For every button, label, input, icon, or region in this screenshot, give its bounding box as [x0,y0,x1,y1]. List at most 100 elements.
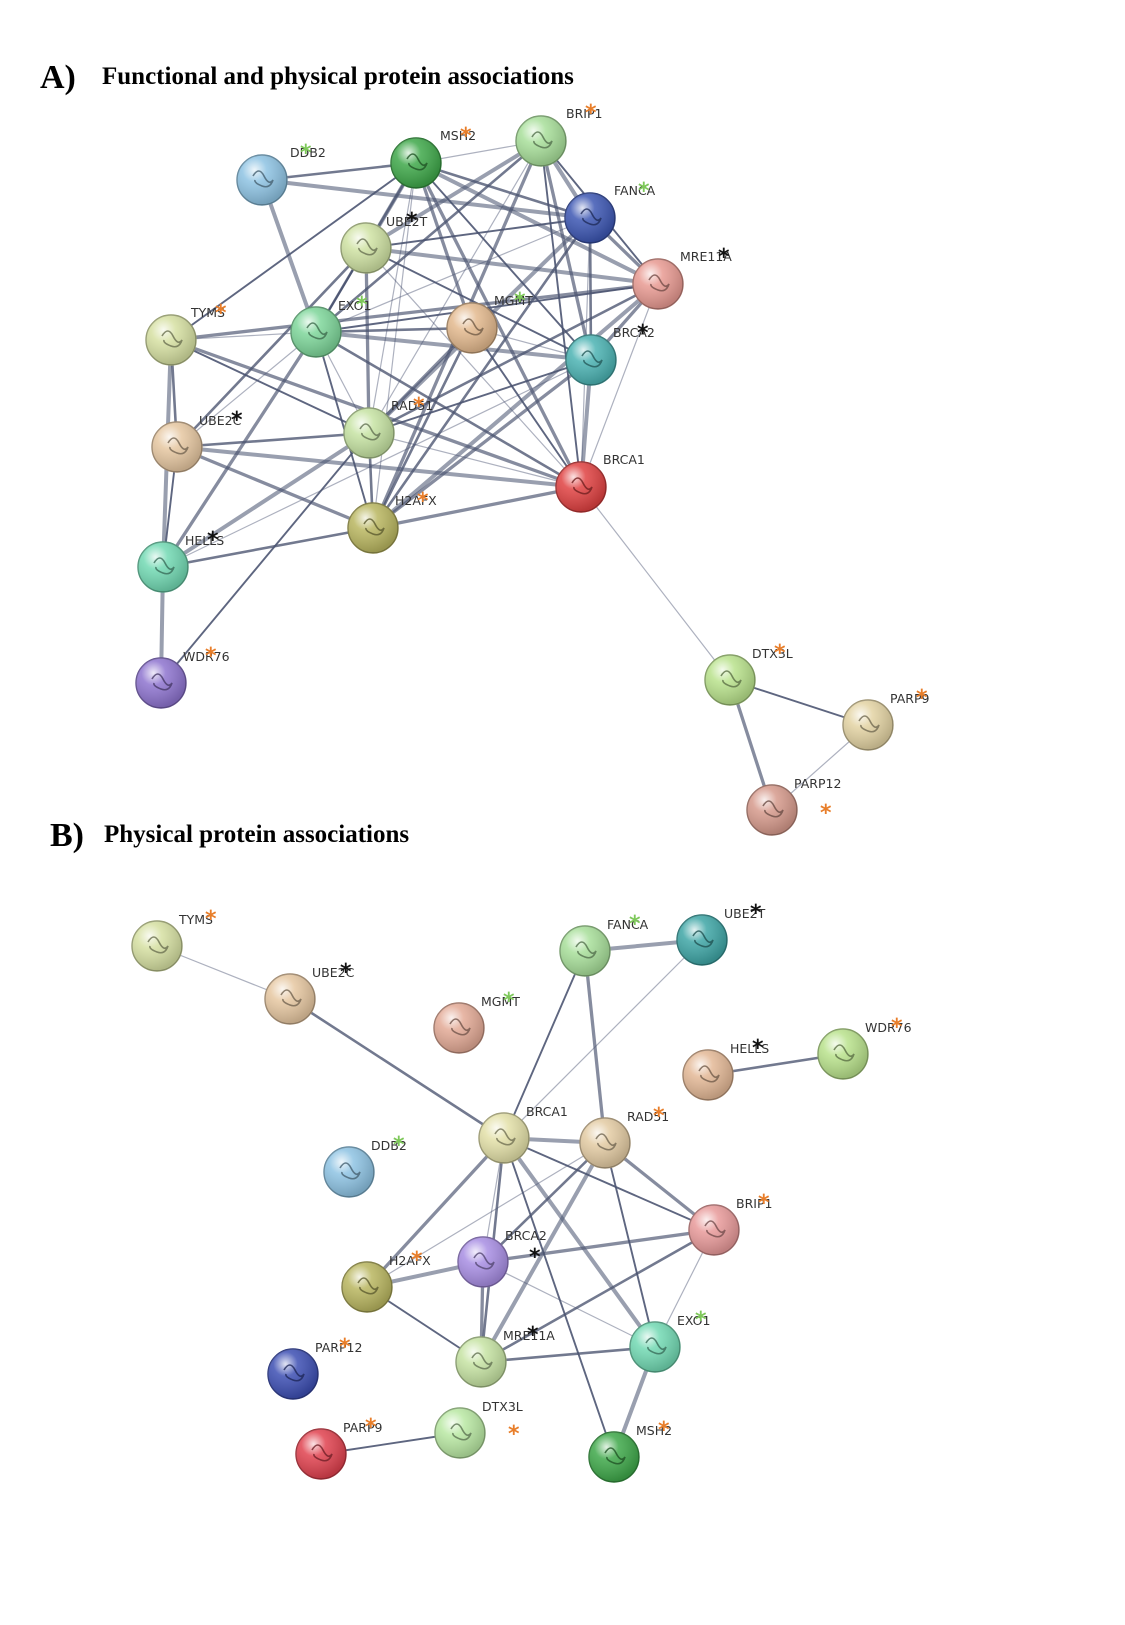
asterisk-marker-icon: * [205,644,217,669]
node-h2afx[interactable]: H2AFX* [347,489,437,554]
node-shine [580,1118,630,1168]
node-dtx3l[interactable]: DTX3L* [704,641,793,706]
node-ube2c[interactable]: UBE2C* [151,408,243,473]
asterisk-marker-icon: * [460,124,472,149]
edge-brca2-hells [162,359,592,568]
node-ddb2[interactable]: DDB2* [323,1133,407,1198]
edge-msh2-mgmt [414,161,474,330]
protein-structure-icon [531,131,553,149]
panel-a-letter: A) [40,59,76,96]
node-brip1[interactable]: BRIP1* [515,101,602,167]
protein-structure-icon [357,1277,379,1295]
asterisk-marker-icon: * [300,141,312,166]
asterisk-marker-icon: * [637,321,649,346]
asterisk-marker-icon: * [215,301,227,326]
protein-structure-icon [645,1337,667,1355]
node-mgmt[interactable]: MGMT* [433,989,520,1054]
node-brca1[interactable]: BRCA1 [555,452,645,513]
panel-b-edges [156,938,845,1459]
node-ddb2[interactable]: DDB2* [236,141,326,206]
node-label: TYMS [190,305,225,320]
edge-ube2c-brca1 [288,997,506,1140]
edge-ube2t-ube2c [175,246,368,449]
node-exo1[interactable]: EXO1* [629,1308,710,1373]
node-msh2[interactable]: MSH2* [588,1418,672,1483]
node-brip1[interactable]: BRIP1* [688,1191,772,1256]
node-ube2t[interactable]: UBE2T* [676,901,766,966]
node-parp12[interactable]: PARP12* [746,776,841,836]
node-ube2t[interactable]: UBE2T* [340,209,428,274]
asterisk-marker-icon: * [406,209,418,234]
edge-fanca-ddb2 [260,178,592,220]
node-msh2[interactable]: MSH2* [390,124,476,189]
node-shine [132,921,182,971]
protein-structure-icon [575,941,597,959]
edge-msh2-brca2 [415,162,592,361]
panel-a-nodes: DDB2*MSH2*BRIP1*FANCA*UBE2T*MRE11A*TYMS*… [135,101,930,836]
node-mgmt[interactable]: MGMT* [446,289,533,354]
protein-structure-icon [339,1162,361,1180]
node-wdr76[interactable]: WDR76* [817,1015,912,1080]
protein-structure-icon [494,1128,516,1146]
edge-mre11a-rad51 [367,282,660,435]
node-label: DTX3L [752,646,793,661]
node-tyms[interactable]: TYMS* [131,907,217,972]
node-fanca[interactable]: FANCA* [559,912,649,977]
panel-b-title: Physical protein associations [104,821,409,848]
node-ube2c[interactable]: UBE2C* [264,960,355,1025]
node-label: MSH2 [440,128,476,143]
node-exo1[interactable]: EXO1* [290,293,371,358]
panel-b-header: B) Physical protein associations [50,817,409,854]
node-brca2[interactable]: BRCA2* [457,1228,547,1288]
protein-structure-icon [280,989,302,1007]
asterisk-marker-icon: * [653,1104,665,1129]
node-mre11a[interactable]: MRE11A* [632,245,732,310]
edge-msh2-ddb2 [260,161,418,182]
node-shine [818,1029,868,1079]
protein-structure-icon [698,1065,720,1083]
node-rad51[interactable]: RAD51* [343,394,433,459]
node-wdr76[interactable]: WDR76* [135,644,230,709]
node-shine [348,503,398,553]
node-label: WDR76 [865,1020,912,1035]
node-brca1[interactable]: BRCA1 [478,1104,568,1164]
asterisk-marker-icon: * [207,528,219,553]
edge-ube2c-h2afx [175,445,375,530]
edge-brca1-dtx3l [580,486,731,681]
node-label: DDB2 [371,1138,407,1153]
node-fanca[interactable]: FANCA* [564,179,656,244]
edge-brip1-brca1 [540,140,582,488]
protein-structure-icon [283,1364,305,1382]
asterisk-marker-icon: * [718,245,730,270]
edge-exo1-brca1 [314,330,583,489]
node-shine [633,259,683,309]
edge-rad51-hells [161,431,371,569]
asterisk-marker-icon: * [752,1036,764,1061]
node-label: RAD51 [391,398,433,413]
node-mre11a[interactable]: MRE11A* [455,1323,555,1388]
node-shine [434,1003,484,1053]
node-rad51[interactable]: RAD51* [579,1104,669,1169]
node-label: DDB2 [290,145,326,160]
node-label: HELLS [730,1041,769,1056]
node-label: HELLS [185,533,224,548]
node-dtx3l[interactable]: DTX3L* [434,1399,523,1459]
node-parp12[interactable]: PARP12* [267,1335,362,1400]
node-brca2[interactable]: BRCA2* [565,321,655,386]
node-hells[interactable]: HELLS* [682,1036,769,1101]
node-hells[interactable]: HELLS* [137,528,224,593]
edge-mgmt-h2afx [371,326,474,530]
node-h2afx[interactable]: H2AFX* [341,1248,431,1313]
asterisk-marker-icon: * [205,907,217,932]
protein-structure-icon [450,1423,472,1441]
node-shine [556,462,606,512]
edge-fanca-ube2t [365,217,591,249]
node-parp9[interactable]: PARP9* [295,1415,383,1480]
panel-a-header: A) Functional and physical protein assoc… [40,59,574,96]
node-parp9[interactable]: PARP9* [842,686,930,751]
node-label: FANCA [614,183,656,198]
edge-h2afx-hells [161,526,375,569]
node-label: PARP9 [343,1420,383,1435]
node-tyms[interactable]: TYMS* [145,301,227,366]
edge-brca2-h2afx [371,358,593,530]
